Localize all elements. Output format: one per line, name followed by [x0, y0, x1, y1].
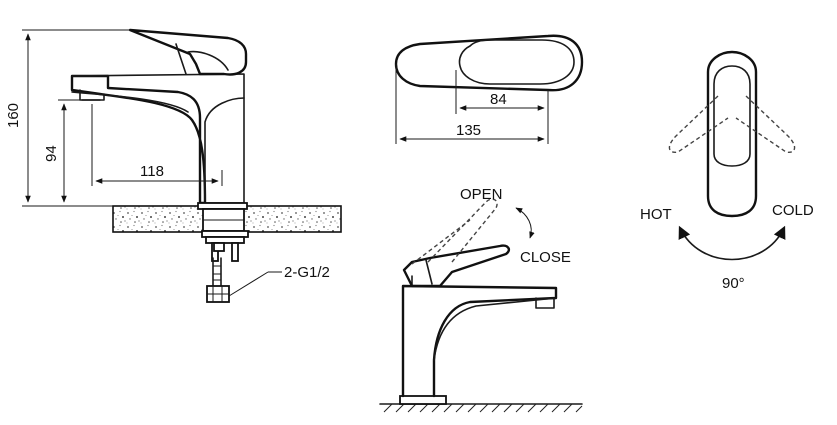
temperature-rotation-view — [668, 50, 796, 261]
dimension-spout-reach: 118 — [140, 163, 164, 180]
dimension-top-total-length: 135 — [456, 122, 481, 139]
lever-handle — [128, 28, 248, 76]
plan-view — [394, 34, 584, 144]
side-elevation-view — [22, 28, 342, 303]
dimension-total-height: 160 — [5, 103, 22, 128]
connection-label: 2-G1/2 — [284, 264, 330, 281]
label-close: CLOSE — [520, 249, 571, 266]
label-hot: HOT — [640, 206, 672, 223]
dimension-spout-height: 94 — [43, 145, 60, 162]
dimension-top-inner-length: 84 — [490, 91, 507, 108]
label-cold: COLD — [772, 202, 814, 219]
faucet-body-outline — [70, 74, 207, 205]
label-open: OPEN — [460, 186, 503, 203]
open-close-view — [379, 198, 583, 413]
label-rotation-angle: 90° — [722, 275, 745, 292]
